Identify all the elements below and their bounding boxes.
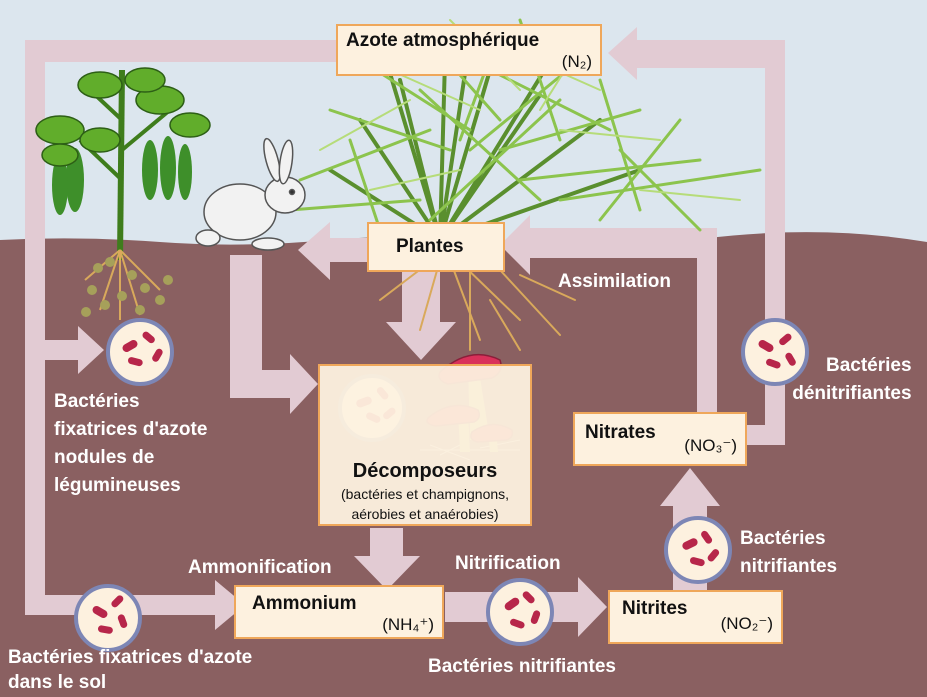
- legume-plant: [35, 67, 211, 320]
- soil-bacteria-label: Bactéries fixatrices d'azote dans le sol: [8, 645, 252, 695]
- atmospheric-nitrogen-title: Azote atmosphérique: [346, 30, 540, 51]
- assimilation-label: Assimilation: [558, 271, 671, 292]
- bacteria-circle-soil: [74, 584, 142, 652]
- nitrates-formula: (NO₃⁻): [684, 436, 737, 455]
- nodule-bacteria-label: Bactéries fixatrices d'azote nodules de …: [54, 388, 207, 500]
- denitrifying-bacteria-line2: dénitrifiantes: [792, 383, 912, 404]
- decomposers-box: Décomposeurs (bactéries et champignons, …: [318, 364, 532, 526]
- nitrifying-bacteria-right-line1: Bactéries: [740, 528, 826, 549]
- nitrites-box: Nitrites (NO₂⁻): [608, 590, 783, 644]
- arrow-assimilation: [500, 215, 717, 412]
- arrow-to-nodule: [45, 326, 104, 374]
- decomposers-subtitle-line2: aérobies et anaérobies): [351, 506, 499, 522]
- arrow-plants-to-animal: [298, 222, 367, 280]
- nitrates-box: Nitrates (NO₃⁻): [573, 412, 747, 466]
- arrow-animal-to-decomposers: [230, 255, 318, 414]
- nitrites-title: Nitrites: [622, 598, 688, 619]
- nitrifying-bacteria-bottom-label: Bactéries nitrifiantes: [428, 656, 616, 677]
- nodule-bacteria-line1: Bactéries: [54, 391, 140, 412]
- nitrification-label: Nitrification: [455, 553, 561, 574]
- soil-bacteria-line1: Bactéries fixatrices d'azote: [8, 647, 253, 668]
- denitrifying-bacteria-label: Bactéries dénitrifiantes: [786, 352, 912, 408]
- arrow-decomposers-to-ammonium: [354, 528, 420, 590]
- arrow-plants-to-decomposers: [386, 272, 456, 360]
- nodule-bacteria-line3: nodules de: [54, 447, 155, 468]
- ammonium-formula: (NH₄⁺): [382, 615, 434, 634]
- atmospheric-nitrogen-formula: (N₂): [561, 52, 592, 71]
- nodule-bacteria-line4: légumineuses: [54, 475, 181, 496]
- nitrites-formula: (NO₂⁻): [720, 614, 773, 633]
- decomposers-subtitle-line1: (bactéries et champignons,: [340, 486, 510, 502]
- rabbit: [195, 137, 306, 251]
- bacteria-circle-nitrifying-right: [664, 516, 732, 584]
- denitrifying-bacteria-line1: Bactéries: [826, 355, 912, 376]
- plants-box: Plantes: [367, 222, 505, 272]
- nitrates-title: Nitrates: [585, 422, 656, 443]
- soil-bacteria-line2: dans le sol: [8, 672, 107, 693]
- plants-title: Plantes: [396, 236, 464, 257]
- nitrifying-bacteria-right-label: Bactéries nitrifiantes: [740, 525, 837, 581]
- atmospheric-nitrogen-box: Azote atmosphérique (N₂): [336, 24, 602, 76]
- nodule-bacteria-line2: fixatrices d'azote: [54, 419, 208, 440]
- bacteria-circle-nodule: [106, 318, 174, 386]
- decomposers-title: Décomposeurs: [352, 460, 498, 482]
- arrow-right-loop: [608, 27, 785, 445]
- nitrifying-bacteria-right-line2: nitrifiantes: [740, 556, 838, 577]
- ammonification-label: Ammonification: [188, 557, 332, 578]
- ammonium-title: Ammonium: [252, 593, 357, 614]
- ammonium-box: Ammonium (NH₄⁺): [234, 585, 444, 639]
- bacteria-circle-nitrification: [486, 578, 554, 646]
